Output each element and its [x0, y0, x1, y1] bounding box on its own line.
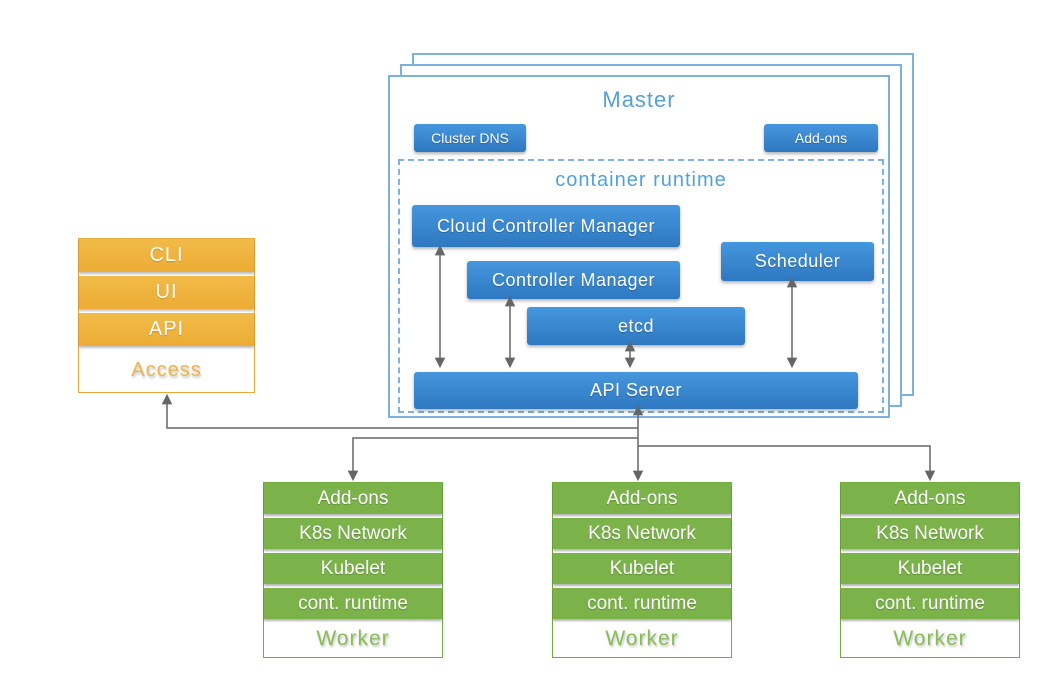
worker-row-cont-runtime: cont. runtime — [553, 588, 731, 619]
access-row-cli: CLI — [79, 239, 254, 272]
worker-row-cont-runtime: cont. runtime — [264, 588, 442, 619]
worker-row-kubelet: Kubelet — [553, 553, 731, 584]
worker-node-3: Add-ons K8s Network Kubelet cont. runtim… — [840, 482, 1020, 658]
master-title: Master — [602, 87, 676, 112]
master-node: Master Cluster DNS Add-ons container run… — [388, 75, 890, 418]
worker-row-k8s-network: K8s Network — [264, 518, 442, 549]
cluster-dns-box: Cluster DNS — [414, 124, 526, 152]
container-runtime-box: container runtime Cloud Controller Manag… — [398, 159, 884, 413]
cloud-controller-manager-box: Cloud Controller Manager — [412, 205, 680, 247]
worker-node-1: Add-ons K8s Network Kubelet cont. runtim… — [263, 482, 443, 658]
container-runtime-title: container runtime — [555, 169, 727, 191]
worker-label: Worker — [316, 627, 390, 650]
arrow-apiserver-worker1 — [347, 437, 638, 482]
worker-row-kubelet: Kubelet — [841, 553, 1019, 584]
worker-label: Worker — [605, 627, 679, 650]
worker-row-kubelet: Kubelet — [264, 553, 442, 584]
worker-row-addons: Add-ons — [264, 483, 442, 514]
worker-row-k8s-network: K8s Network — [553, 518, 731, 549]
etcd-box: etcd — [527, 307, 745, 345]
worker-row-addons: Add-ons — [841, 483, 1019, 514]
controller-manager-box: Controller Manager — [467, 261, 680, 299]
scheduler-box: Scheduler — [721, 242, 874, 281]
worker-row-cont-runtime: cont. runtime — [841, 588, 1019, 619]
master-addons-box: Add-ons — [764, 124, 878, 152]
worker-node-2: Add-ons K8s Network Kubelet cont. runtim… — [552, 482, 732, 658]
api-server-box: API Server — [414, 372, 858, 409]
worker-row-k8s-network: K8s Network — [841, 518, 1019, 549]
arrow-apiserver-worker3 — [638, 445, 936, 482]
access-row-ui: UI — [79, 276, 254, 309]
access-label: Access — [131, 359, 202, 381]
access-row-api: API — [79, 313, 254, 346]
access-node: CLI UI API Access — [78, 238, 255, 393]
worker-label: Worker — [893, 627, 967, 650]
worker-row-addons: Add-ons — [553, 483, 731, 514]
